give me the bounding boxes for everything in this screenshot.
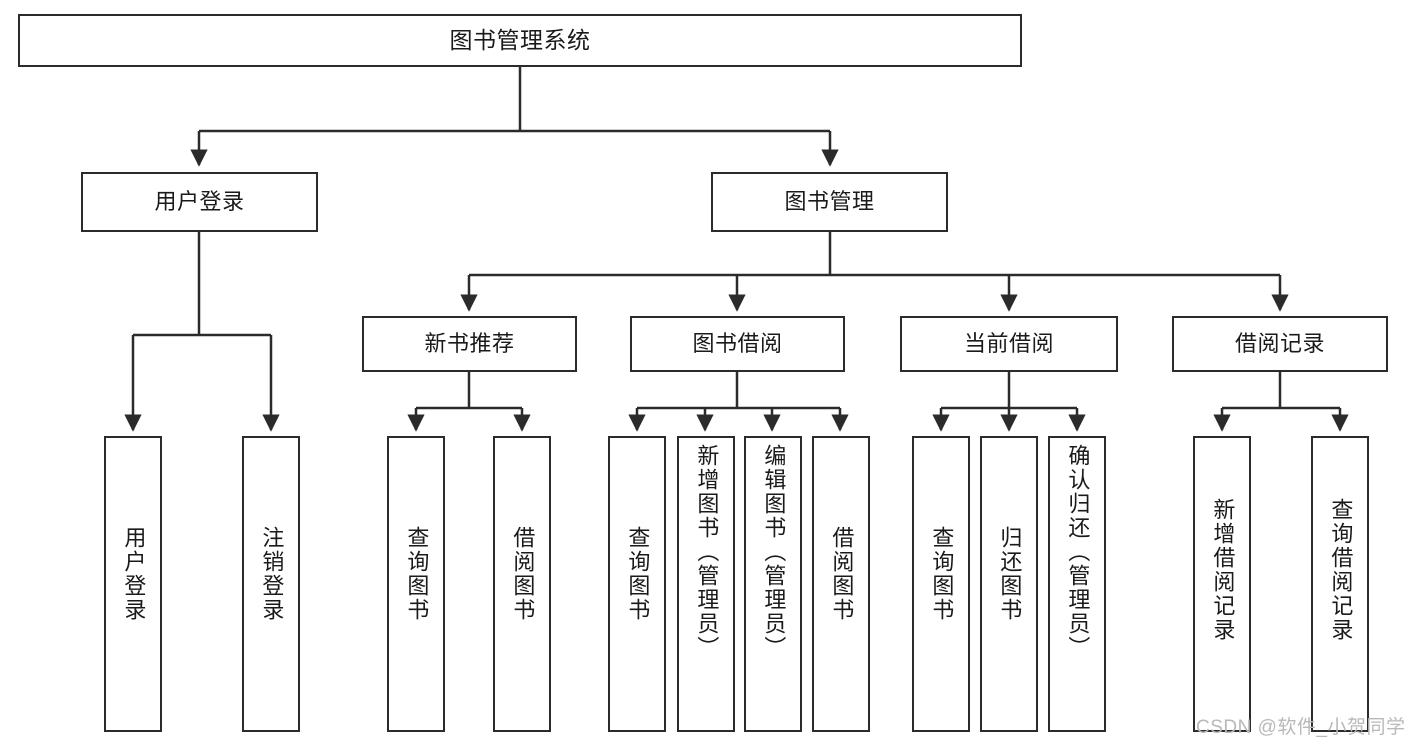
node-label: 借阅记录 xyxy=(1234,331,1325,357)
leaf-borrow-book[interactable]: 借阅图书 xyxy=(812,436,870,732)
node-book-management[interactable]: 图书管理 xyxy=(711,172,948,232)
node-label: 注销登录 xyxy=(259,526,285,622)
node-label: 查询图书 xyxy=(404,526,430,622)
leaf-borrow-book-recommend[interactable]: 借阅图书 xyxy=(493,436,551,732)
node-label: 新增图书（管理员） xyxy=(694,444,720,660)
leaf-query-borrow-record[interactable]: 查询借阅记录 xyxy=(1311,436,1369,732)
node-label: 确认归还（管理员） xyxy=(1065,444,1091,660)
node-label: 查询图书 xyxy=(929,526,955,622)
node-label: 当前借阅 xyxy=(963,331,1054,357)
watermark-text: CSDN @软件_小贺同学 xyxy=(1196,717,1405,738)
leaf-user-login[interactable]: 用户登录 xyxy=(104,436,162,732)
leaf-add-borrow-record[interactable]: 新增借阅记录 xyxy=(1193,436,1251,732)
node-borrow-record[interactable]: 借阅记录 xyxy=(1172,316,1388,372)
node-label: 查询借阅记录 xyxy=(1328,498,1354,642)
leaf-edit-book-admin[interactable]: 编辑图书（管理员） xyxy=(744,436,802,732)
node-label: 用户登录 xyxy=(154,189,245,215)
node-label: 借阅图书 xyxy=(510,526,536,622)
node-label: 编辑图书（管理员） xyxy=(761,444,787,660)
leaf-query-book-borrow[interactable]: 查询图书 xyxy=(608,436,666,732)
leaf-query-book-current[interactable]: 查询图书 xyxy=(912,436,970,732)
node-root-system[interactable]: 图书管理系统 xyxy=(18,14,1022,67)
node-label: 新增借阅记录 xyxy=(1210,498,1236,642)
leaf-logout-login[interactable]: 注销登录 xyxy=(242,436,300,732)
node-current-borrow[interactable]: 当前借阅 xyxy=(900,316,1118,372)
node-label: 图书管理系统 xyxy=(449,27,591,54)
node-label: 用户登录 xyxy=(121,526,147,622)
node-label: 图书借阅 xyxy=(692,331,783,357)
leaf-return-book[interactable]: 归还图书 xyxy=(980,436,1038,732)
node-label: 查询图书 xyxy=(625,526,651,622)
node-label: 归还图书 xyxy=(997,526,1023,622)
node-user-login[interactable]: 用户登录 xyxy=(81,172,318,232)
node-new-book-recommend[interactable]: 新书推荐 xyxy=(362,316,577,372)
node-book-borrow[interactable]: 图书借阅 xyxy=(630,316,845,372)
node-label: 新书推荐 xyxy=(424,331,515,357)
node-label: 图书管理 xyxy=(784,189,875,215)
leaf-query-book-recommend[interactable]: 查询图书 xyxy=(387,436,445,732)
leaf-add-book-admin[interactable]: 新增图书（管理员） xyxy=(677,436,735,732)
node-label: 借阅图书 xyxy=(829,526,855,622)
leaf-confirm-return-admin[interactable]: 确认归还（管理员） xyxy=(1048,436,1106,732)
